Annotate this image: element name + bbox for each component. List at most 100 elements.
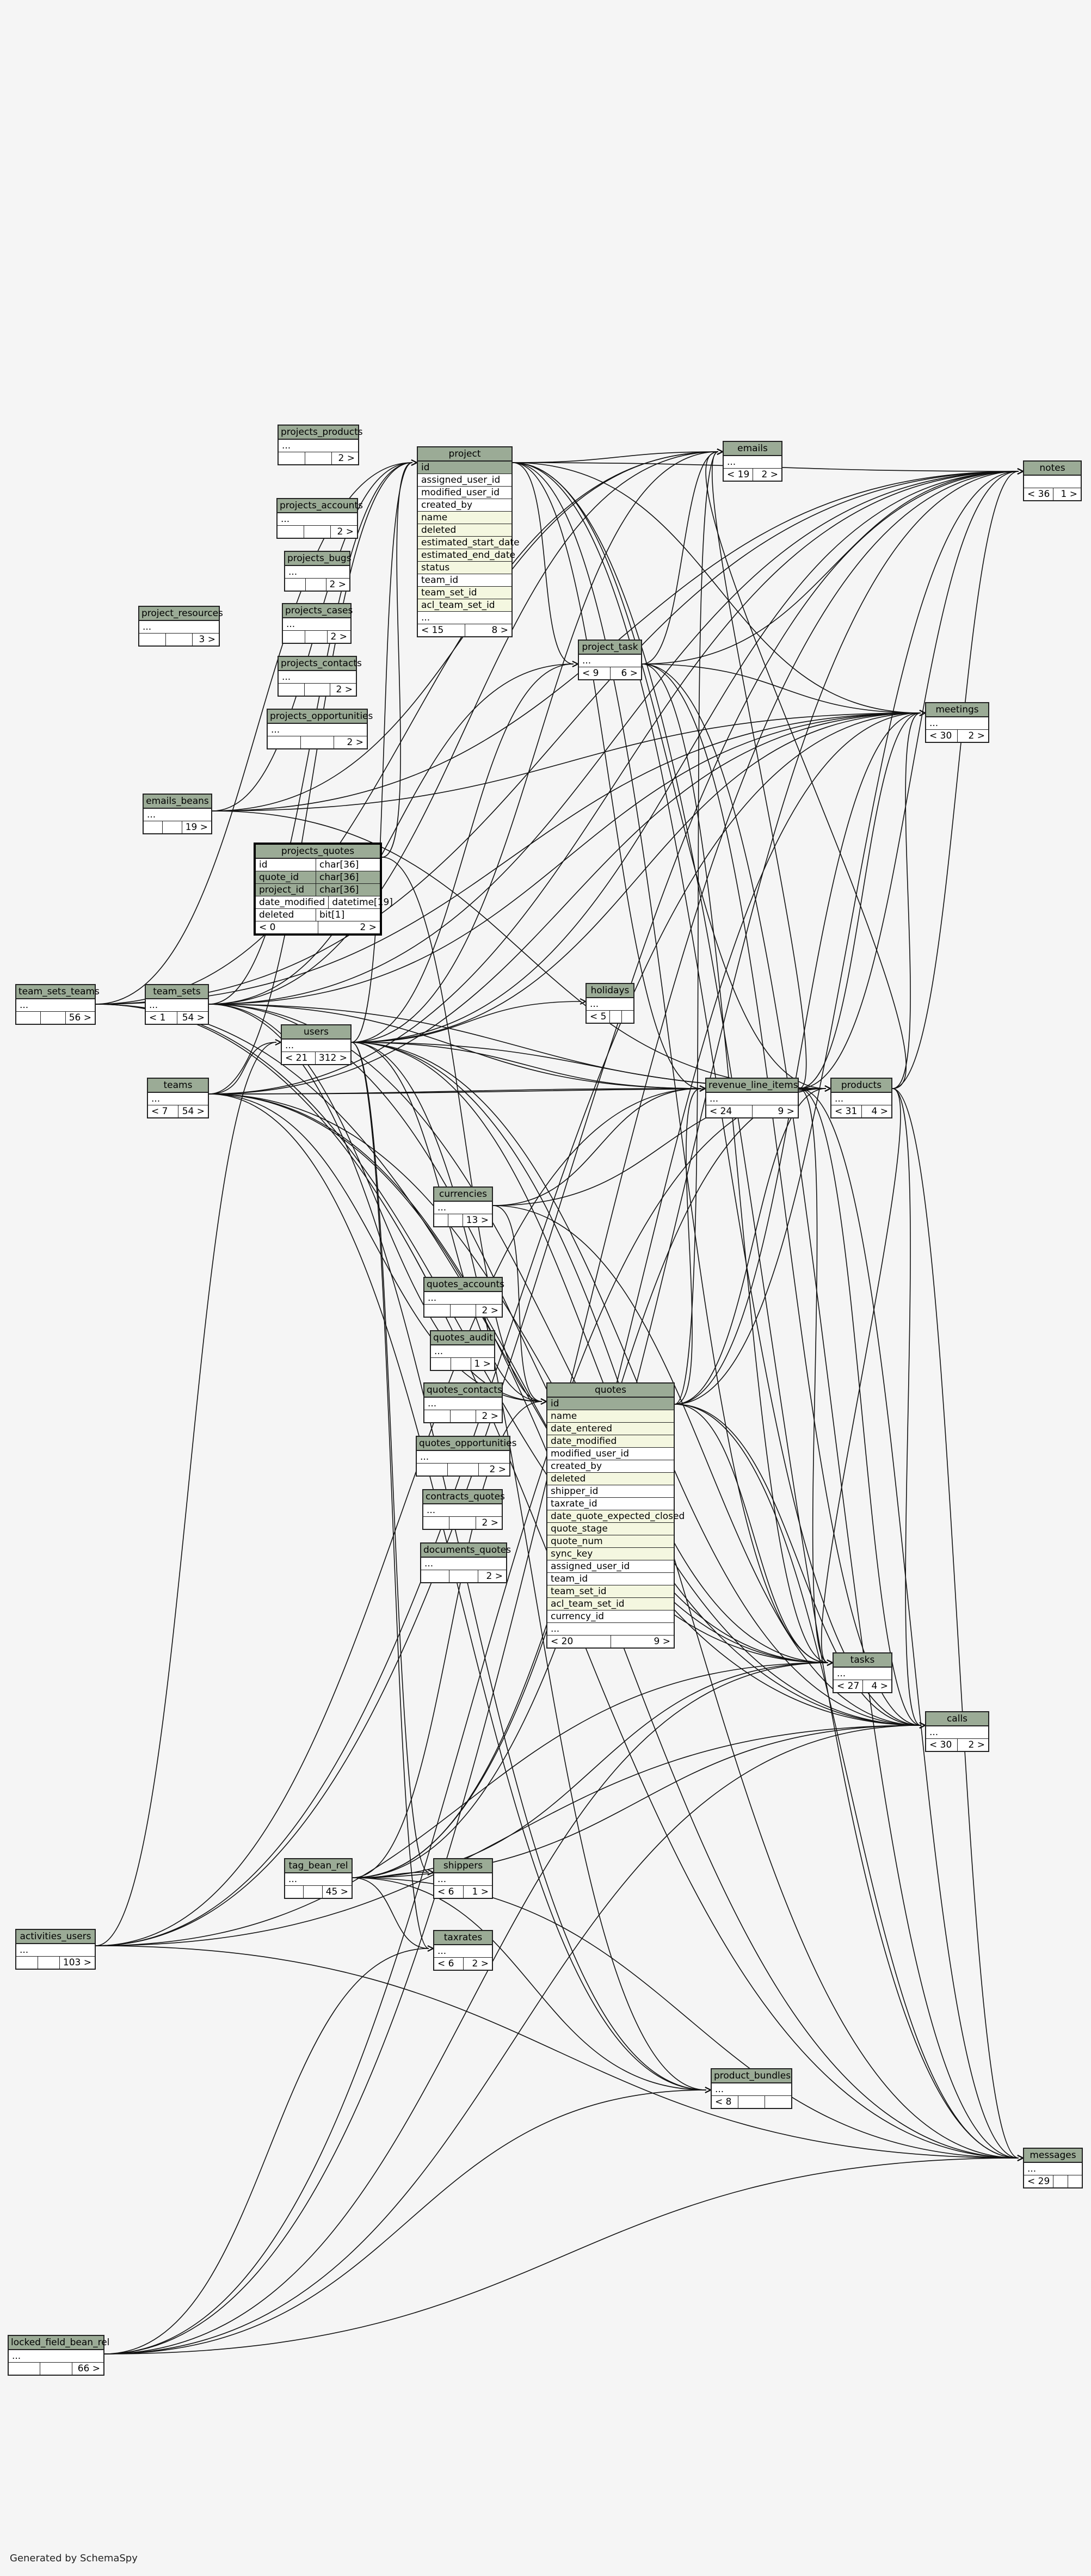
table-project-resources-footer: 3 > xyxy=(139,634,219,645)
table-teams-name: teams xyxy=(148,1079,208,1093)
table-shippers-dots: ... xyxy=(434,1873,492,1886)
table-team-sets-teams[interactable]: team_sets_teams ... 56 > xyxy=(15,984,100,1025)
table-projects-opportunities[interactable]: projects_opportunities ... 2 > xyxy=(267,709,373,749)
table-messages[interactable]: messages ... < 29 xyxy=(1023,2148,1083,2188)
relationship-line-61 xyxy=(104,2089,707,2354)
table-quotes-accounts[interactable]: quotes_accounts ... 2 > xyxy=(423,1277,504,1318)
relationship-line-83 xyxy=(674,712,921,1405)
table-tag-bean-rel[interactable]: tag_bean_rel ... 45 > xyxy=(284,1858,353,1899)
table-activities-users[interactable]: activities_users ... 103 > xyxy=(15,1929,96,1970)
relationship-line-73 xyxy=(492,1088,701,1206)
table-notes-dots xyxy=(1024,476,1081,488)
relationship-line-2 xyxy=(95,451,719,1005)
table-messages-name: messages xyxy=(1024,2149,1082,2163)
relationship-line-98 xyxy=(642,663,921,714)
table-team-sets-name: team_sets xyxy=(146,985,208,999)
table-product-bundles[interactable]: product_bundles ... < 8 xyxy=(711,2068,792,2109)
table-currencies-name: currencies xyxy=(434,1188,492,1202)
table-projects-contacts-footer: 2 > xyxy=(279,684,356,696)
table-projects-contacts[interactable]: projects_contacts ... 2 > xyxy=(278,656,362,697)
table-holidays-footer: < 5 xyxy=(587,1011,633,1023)
quotes-column-4: modified_user_id xyxy=(547,1448,674,1460)
quotes-column-11: quote_num xyxy=(547,1535,674,1548)
table-emails-beans[interactable]: emails_beans ... 19 > xyxy=(143,794,212,834)
relationship-line-97 xyxy=(642,471,1019,665)
table-locked-field-bean-rel[interactable]: locked_field_bean_rel ... 66 > xyxy=(8,2335,109,2376)
project-column-0: id xyxy=(418,462,511,474)
table-tasks-dots: ... xyxy=(834,1668,891,1680)
table-projects-accounts[interactable]: projects_accounts ... 2 > xyxy=(276,498,363,539)
table-quotes-audit[interactable]: quotes_audit ... 1 > xyxy=(430,1330,495,1371)
table-quotes-opportunities-name: quotes_opportunities xyxy=(417,1437,516,1451)
table-currencies[interactable]: currencies ... 13 > xyxy=(433,1186,493,1227)
table-projects-bugs-dots: ... xyxy=(285,566,349,579)
table-locked-field-bean-rel-dots: ... xyxy=(9,2350,103,2363)
relationship-line-6 xyxy=(95,462,413,1005)
table-documents-quotes[interactable]: documents_quotes ... 2 > xyxy=(420,1542,511,1583)
table-currencies-footer: 13 > xyxy=(434,1214,492,1226)
relationship-line-8 xyxy=(208,712,921,1005)
table-products-dots: ... xyxy=(831,1093,891,1105)
relationship-line-91 xyxy=(892,471,1019,1089)
relationship-line-93 xyxy=(821,1088,901,1663)
project-column-12: ... xyxy=(418,612,511,624)
table-quotes-opportunities[interactable]: quotes_opportunities ... 2 > xyxy=(416,1436,516,1477)
table-projects-cases[interactable]: projects_cases ... 2 > xyxy=(282,603,353,644)
project-column-8: status xyxy=(418,562,511,574)
relationship-line-53 xyxy=(95,1088,701,1946)
project-column-3: created_by xyxy=(418,499,511,512)
table-projects-products-footer: 2 > xyxy=(279,452,358,464)
table-tag-bean-rel-footer: 45 > xyxy=(285,1886,352,1898)
table-project-resources[interactable]: project_resources ... 3 > xyxy=(138,606,223,647)
table-currencies-dots: ... xyxy=(434,1202,492,1214)
table-users-name: users xyxy=(282,1025,350,1040)
table-contracts-quotes-footer: 2 > xyxy=(423,1517,502,1529)
quotes-column-15: team_set_id xyxy=(547,1585,674,1598)
relationship-line-81 xyxy=(674,471,1019,1405)
relationship-line-52 xyxy=(95,1945,1019,2159)
table-quotes-contacts-dots: ... xyxy=(424,1398,502,1410)
relationship-line-31 xyxy=(212,712,921,811)
table-quotes-contacts[interactable]: quotes_contacts ... 2 > xyxy=(423,1382,503,1423)
relationship-line-99 xyxy=(642,663,829,1663)
relationship-line-78 xyxy=(674,1088,827,1405)
relationship-line-65 xyxy=(352,1725,921,1878)
relationship-line-64 xyxy=(352,1877,429,1949)
table-contracts-quotes[interactable]: contracts_quotes ... 2 > xyxy=(422,1489,505,1530)
table-projects-opportunities-name: projects_opportunities xyxy=(268,710,373,724)
relationship-line-67 xyxy=(352,1877,1019,2159)
table-quotes-opportunities-dots: ... xyxy=(417,1451,509,1464)
table-holidays[interactable]: holidays ... < 5 xyxy=(585,983,634,1024)
table-meetings-dots: ... xyxy=(926,717,988,730)
relationship-line-95 xyxy=(892,1088,1019,2159)
quotes-column-13: assigned_user_id xyxy=(547,1560,674,1573)
relationship-line-92 xyxy=(892,712,921,1089)
relationship-line-50 xyxy=(95,471,1019,1946)
table-calls-dots: ... xyxy=(926,1726,988,1739)
table-projects-bugs[interactable]: projects_bugs ... 2 > xyxy=(284,551,352,592)
table-projects-products[interactable]: projects_products ... 2 > xyxy=(278,425,363,465)
relationship-line-40 xyxy=(351,1042,701,1089)
